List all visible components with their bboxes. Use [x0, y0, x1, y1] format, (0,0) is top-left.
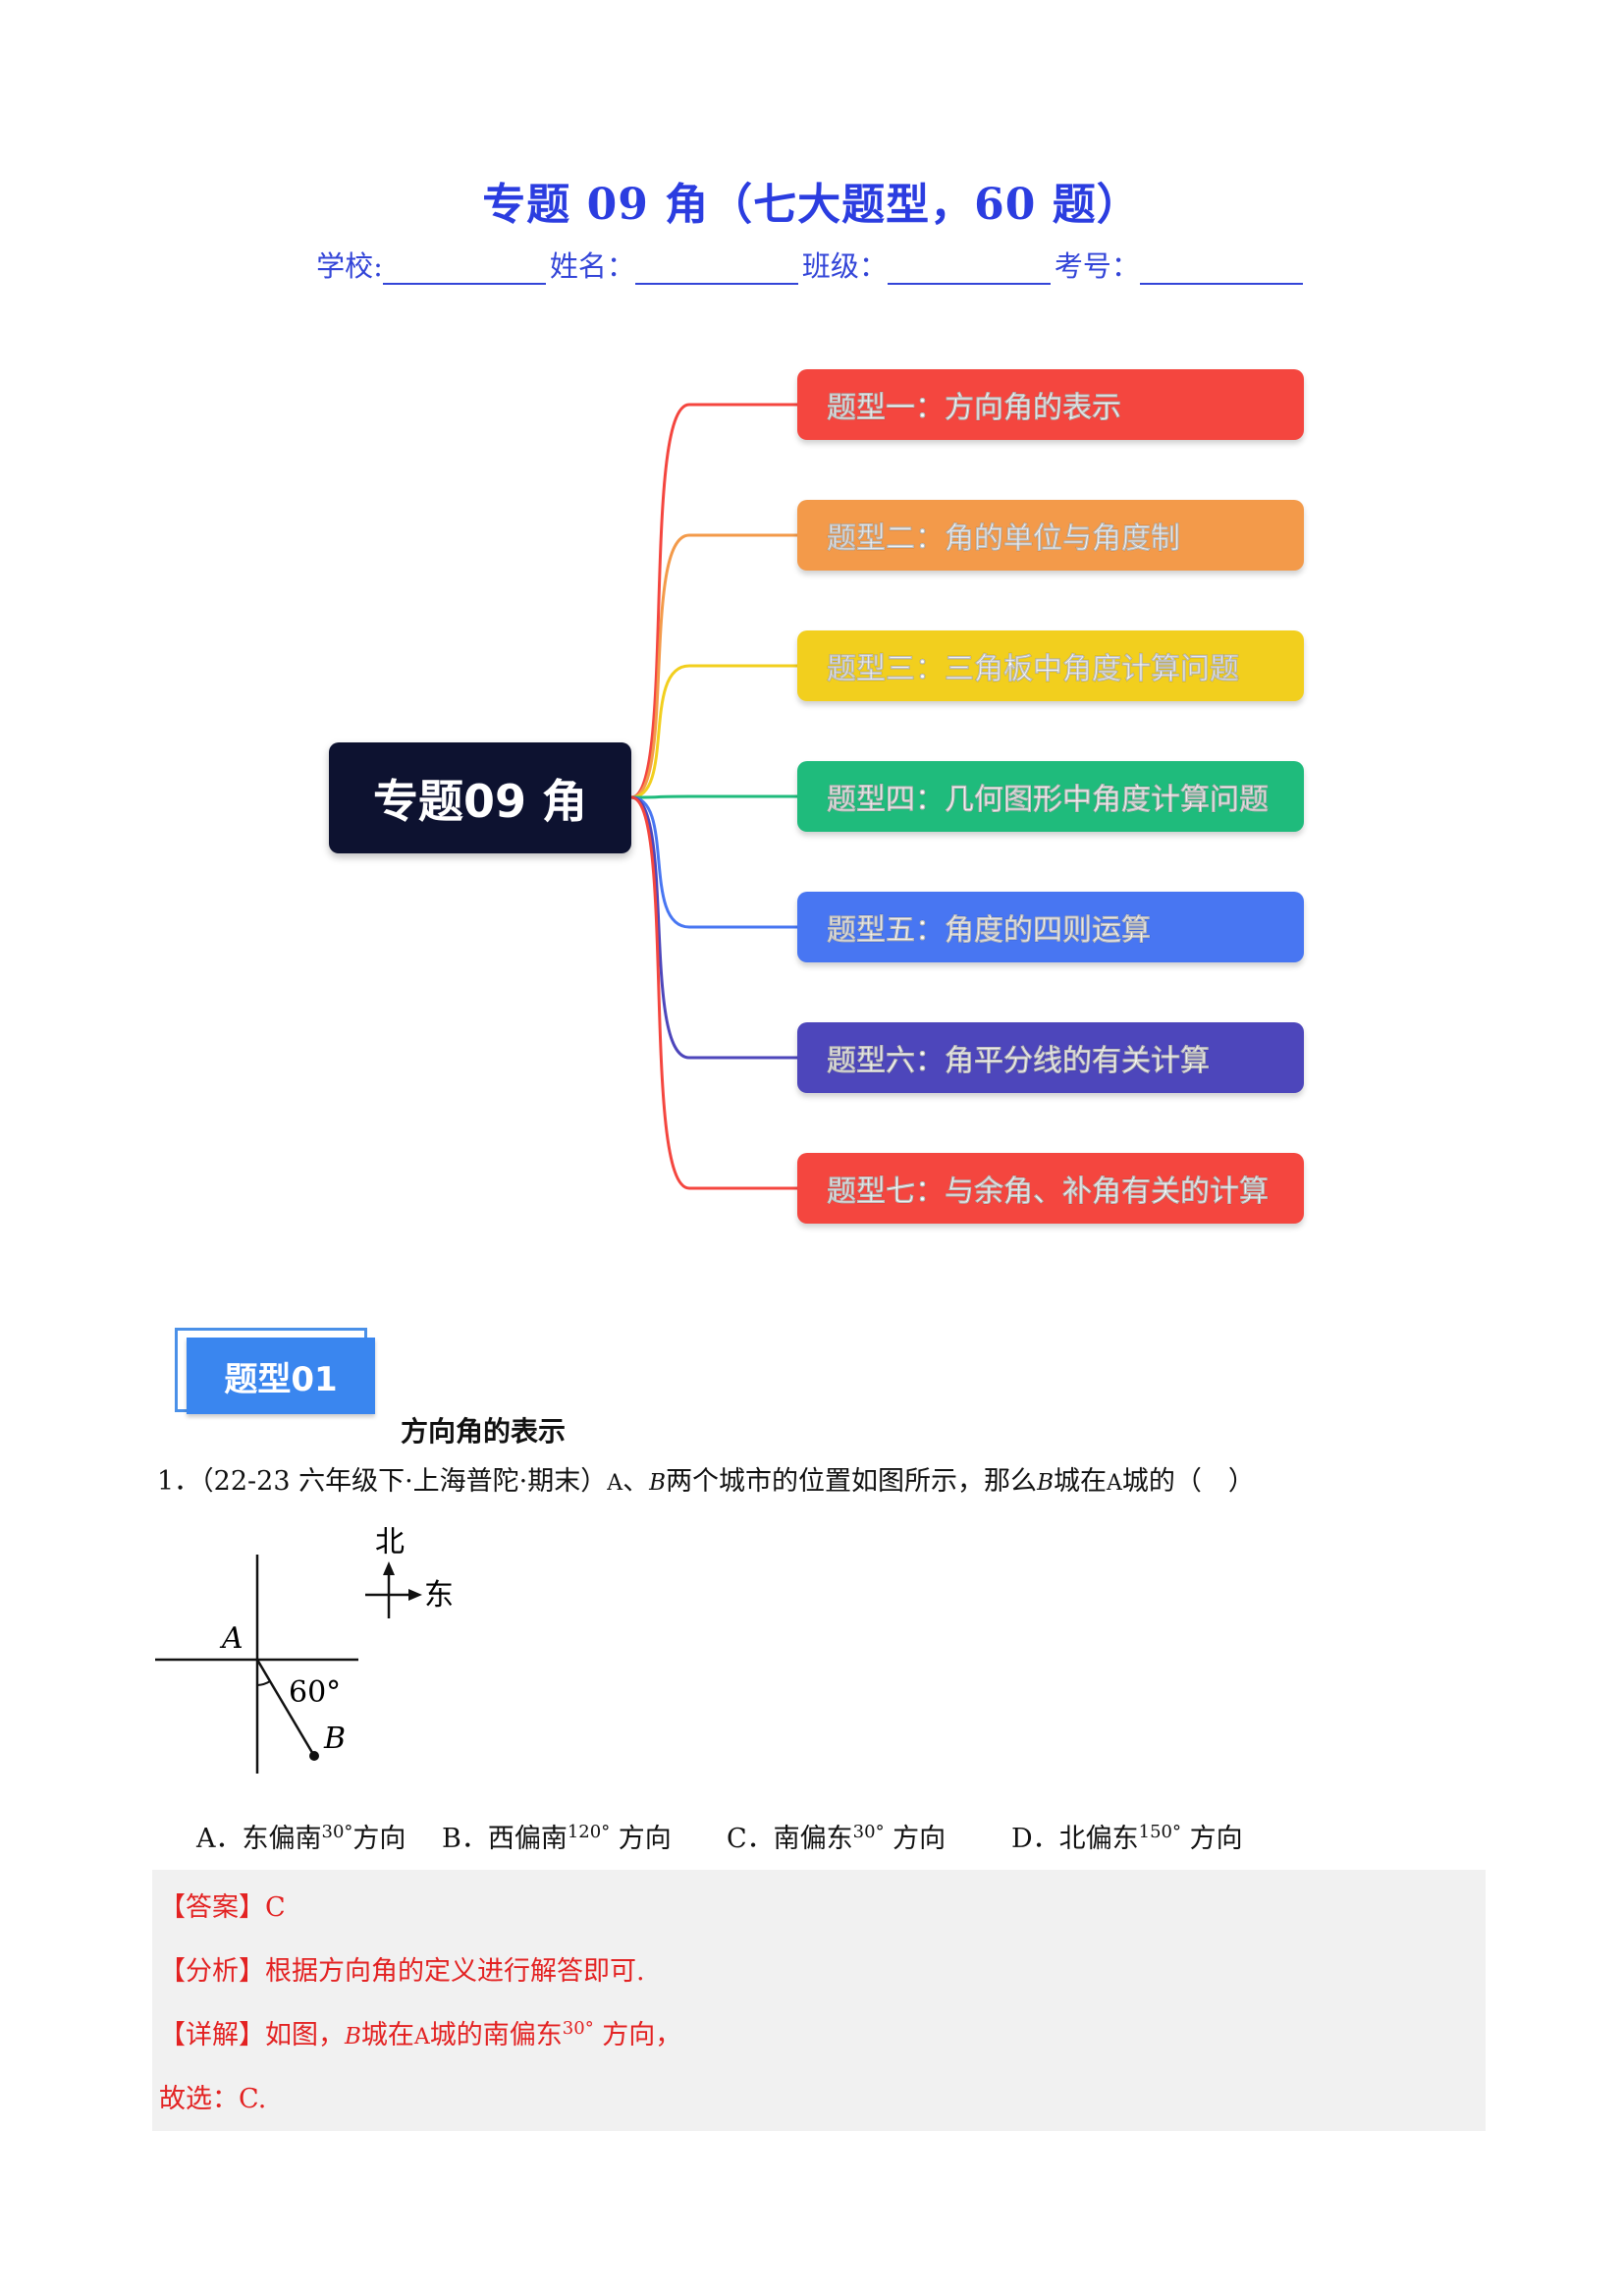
mindmap-root: 专题09 角 [329, 742, 631, 853]
name-field[interactable] [634, 253, 798, 285]
section-name: 方向角的表示 [401, 1415, 567, 1448]
compass-east-label: 东 [424, 1578, 454, 1613]
connector-3 [630, 664, 797, 799]
detail-b: B [345, 2024, 361, 2050]
branch-type-2: 题型二：角的单位与角度制 [797, 500, 1304, 571]
connector-7 [630, 795, 797, 1190]
detail-text: 城的南偏东 [429, 2020, 563, 2050]
name-label: 姓名： [549, 249, 635, 283]
class-label: 班级： [801, 249, 888, 283]
question-prefix: 1．（22-23 六年级下·上海普陀·期末） [157, 1466, 608, 1497]
option-c[interactable]: C．南偏东30° 方向 [727, 1822, 947, 1854]
analysis-line: 【分析】根据方向角的定义进行解答即可. [159, 1949, 645, 1988]
compass-north-arrow [383, 1561, 395, 1575]
option-a[interactable]: A．东偏南30°方向 [196, 1822, 406, 1854]
detail-a: A [413, 2025, 430, 2050]
question-1: 1．（22-23 六年级下·上海普陀·期末）A、B两个城市的位置如图所示，那么B… [157, 1459, 1255, 1498]
answer-tag: 【答案】 [159, 1892, 265, 1923]
direction-figure: A 60° B 北 东 [155, 1525, 454, 1774]
mindmap-connectors [630, 403, 797, 1190]
class-field[interactable] [887, 253, 1051, 285]
point-a-label: A [219, 1621, 243, 1656]
answer-value: C [265, 1892, 286, 1923]
var-a-2: A [1106, 1471, 1122, 1496]
badge-label: 题型01 [187, 1338, 375, 1414]
option-a-num: 30 [321, 1822, 345, 1842]
question-text3: 城的（ ） [1121, 1466, 1255, 1497]
detail-tag: 【详解】 [159, 2020, 265, 2050]
question-text1: 两个城市的位置如图所示，那么 [666, 1466, 1038, 1497]
branch-type-3: 题型三：三角板中角度计算问题 [797, 630, 1304, 701]
detail-line: 【详解】如图，B城在A城的南偏东30° 方向， [159, 2018, 682, 2050]
question-text2: 城在 [1053, 1466, 1107, 1497]
answer-box [152, 1870, 1486, 2131]
ray-ab [255, 1659, 316, 1757]
detail-post: 方向， [602, 2020, 682, 2050]
detail-num: 30 [562, 2018, 585, 2039]
student-info-line: 学校: 姓名： 班级： 考号： [0, 244, 1623, 285]
branch-type-5: 题型五：角度的四则运算 [797, 892, 1304, 962]
option-c-num: 30 [852, 1822, 876, 1842]
option-b-num: 120 [567, 1822, 602, 1842]
branch-type-4: 题型四：几何图形中角度计算问题 [797, 761, 1304, 832]
section-badge: 题型01 [175, 1328, 381, 1418]
option-b[interactable]: B．西偏南120° 方向 [442, 1822, 672, 1854]
number-label: 考号： [1054, 249, 1140, 283]
answer-line: 【答案】C [159, 1886, 286, 1924]
compass-east-arrow [408, 1589, 422, 1601]
branch-type-1: 题型一：方向角的表示 [797, 369, 1304, 440]
connector-2 [630, 533, 797, 799]
option-d-post: 方向 [1189, 1824, 1243, 1854]
option-a-post: 方向 [352, 1824, 406, 1854]
number-field[interactable] [1139, 253, 1303, 285]
option-b-text: B．西偏南 [442, 1824, 568, 1854]
connector-5 [630, 795, 797, 929]
connector-6 [630, 795, 797, 1060]
school-field[interactable] [382, 253, 546, 285]
option-d-text: D．北偏东 [1011, 1824, 1139, 1854]
conclusion-text: 故选：C. [159, 2084, 267, 2114]
point-b-dot [309, 1751, 319, 1761]
analysis-text: 根据方向角的定义进行解答即可. [265, 1956, 645, 1987]
angle-arc [256, 1680, 271, 1686]
question-sep: 、 [622, 1466, 650, 1497]
connector-4 [630, 794, 797, 799]
detail-pre: 如图， [265, 2020, 345, 2050]
page-title: 专题 09 角（七大题型，60 题） [482, 180, 1141, 230]
option-b-post: 方向 [618, 1824, 672, 1854]
var-b-2: B [1037, 1470, 1054, 1496]
branch-type-7: 题型七：与余角、补角有关的计算 [797, 1153, 1304, 1224]
compass-north-label: 北 [375, 1525, 405, 1559]
school-label: 学校: [316, 249, 383, 283]
option-a-text: A．东偏南 [196, 1824, 322, 1854]
option-d[interactable]: D．北偏东150° 方向 [1011, 1822, 1243, 1854]
var-b: B [649, 1470, 667, 1496]
option-c-text: C．南偏东 [727, 1824, 853, 1854]
point-b-label: B [323, 1722, 346, 1756]
angle-label: 60° [289, 1675, 341, 1710]
option-c-post: 方向 [893, 1824, 947, 1854]
var-a: A [607, 1471, 623, 1496]
detail-mid: 城在 [360, 2020, 414, 2050]
analysis-tag: 【分析】 [159, 1956, 265, 1987]
branch-type-6: 题型六：角平分线的有关计算 [797, 1022, 1304, 1093]
connector-1 [630, 403, 797, 799]
option-d-num: 150 [1138, 1822, 1173, 1842]
conclusion-line: 故选：C. [159, 2077, 266, 2115]
